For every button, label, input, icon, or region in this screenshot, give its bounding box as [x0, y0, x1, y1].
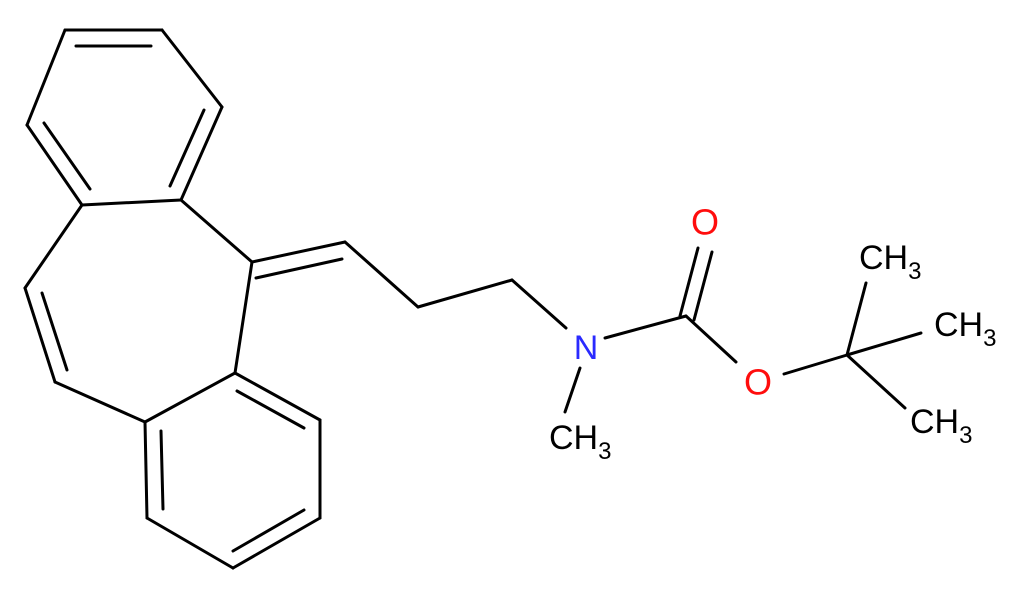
bond-ring-b-4 [145, 516, 235, 570]
n-methyl-main: CH [549, 419, 598, 457]
bond-ring-b-5-inner [159, 429, 165, 511]
tbu-methyl-bottom-main: CH [910, 403, 959, 441]
carbonyl-oxygen-label: O [691, 202, 719, 243]
bond-chain-1 [343, 240, 420, 309]
bond-chain-2 [416, 278, 514, 309]
bond-tbu-bottom [845, 353, 907, 410]
tbu-methyl-bottom-label: CH3 [910, 403, 972, 449]
n-methyl-sub: 3 [598, 438, 611, 465]
bond-chain-3 [510, 278, 568, 330]
bond-ring-a-4 [80, 198, 183, 207]
bond-ring-b-1 [233, 371, 322, 422]
bond-tbu-top [845, 281, 868, 357]
bond-ring-a-5 [25, 123, 84, 207]
bond-c-o-single [684, 314, 738, 364]
bond-ring-a-3 [179, 105, 224, 202]
bond-n-carbonyl [603, 314, 688, 340]
bond-c7-2-inner [40, 291, 69, 372]
bond-c7-2 [23, 286, 57, 384]
bond-exo-double [250, 240, 347, 264]
tbu-methyl-right-main: CH [934, 306, 983, 344]
bond-ring-b-3-inner [231, 508, 306, 553]
tbu-methyl-top-label: CH3 [859, 239, 921, 285]
bond-c7-4 [179, 198, 254, 264]
bond-exo-double-inner [254, 257, 344, 280]
bond-tbu-right [845, 331, 923, 357]
tbu-methyl-right-sub: 3 [983, 325, 996, 352]
bond-c7-3 [53, 380, 147, 424]
tbu-methyl-top-sub: 3 [908, 258, 921, 285]
bond-ring-a-6 [25, 28, 67, 127]
n-methyl-label: CH3 [549, 419, 611, 465]
tbu-methyl-top-main: CH [859, 239, 908, 277]
bond-ring-a-3-inner [168, 108, 206, 188]
ester-oxygen-label: O [744, 362, 772, 403]
tbu-methyl-right-label: CH3 [934, 306, 996, 352]
bond-ring-b-5 [143, 420, 149, 520]
bond-ring-b-1-inner [235, 389, 306, 430]
bond-ring-b-6 [143, 371, 237, 424]
bond-c-o-double-a [678, 246, 700, 318]
bond-ring-a-5-inner [42, 121, 92, 191]
bond-c7-5 [233, 260, 254, 375]
bond-o-tbu [782, 353, 849, 376]
bond-n-methyl [563, 366, 582, 414]
atom-labels: N O O CH3 CH3 CH3 CH3 [549, 202, 996, 466]
bond-ring-b-3 [231, 516, 322, 570]
bond-c-o-double-b [692, 250, 714, 322]
bond-c7-1 [23, 203, 84, 290]
bonds [23, 28, 923, 570]
tbu-methyl-bottom-sub: 3 [959, 422, 972, 449]
nitrogen-label: N [574, 329, 599, 367]
bond-ring-a-2 [160, 28, 224, 109]
